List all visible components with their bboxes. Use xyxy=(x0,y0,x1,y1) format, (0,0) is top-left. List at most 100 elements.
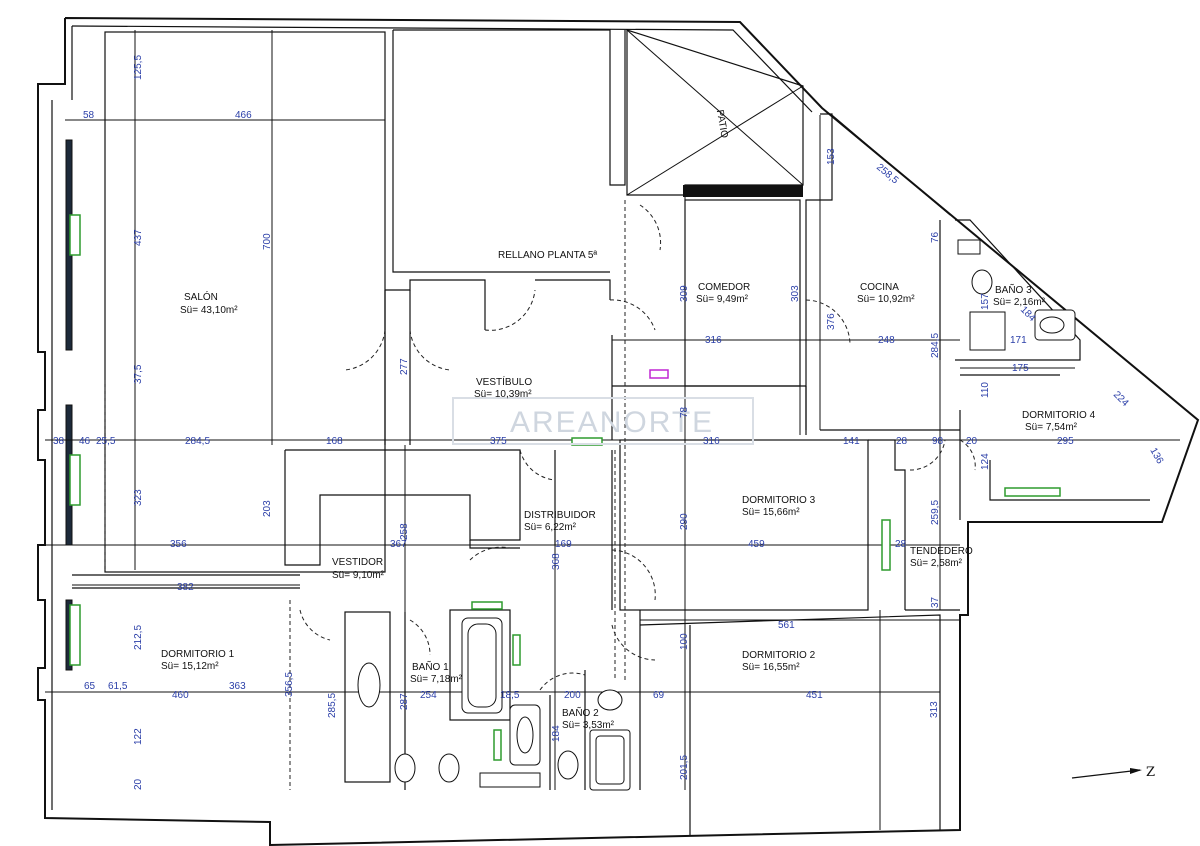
room-area-dormitorio1: Sü= 15,12m² xyxy=(161,661,219,672)
dimension-lines xyxy=(45,30,1180,830)
room-name-bano3: BAÑO 3 xyxy=(995,283,1032,296)
dim-label: 277 xyxy=(399,358,410,375)
dim-label: 76 xyxy=(930,231,941,243)
dim-label: 65 xyxy=(84,681,96,692)
dim-label: 356,5 xyxy=(284,672,295,697)
dim-label: 78 xyxy=(679,406,690,418)
room-area-comedor: Sü= 9,49m² xyxy=(696,294,749,305)
room-area-dormitorio2: Sü= 16,55m² xyxy=(742,662,800,673)
dim-label: 100 xyxy=(679,633,690,650)
dim-label: 124 xyxy=(980,453,991,470)
room-name-salon: SALÓN xyxy=(184,290,218,303)
dimension-labels: 58 466 38 46 25,5 284,5 168 375 316 141 … xyxy=(53,55,1165,790)
dim-label: 323 xyxy=(133,489,144,506)
room-name-vestidor: VESTIDOR xyxy=(332,557,383,568)
watermark: AREANORTE xyxy=(452,397,754,445)
dim-label: 201,5 xyxy=(679,755,690,780)
dim-label: 212,5 xyxy=(133,625,144,650)
dim-label: 254 xyxy=(420,690,437,701)
dim-label: 37,5 xyxy=(133,364,144,384)
dim-label: 157 xyxy=(980,293,991,310)
room-area-cocina: Sü= 10,92m² xyxy=(857,294,915,305)
room-name-tendedero: TENDEDERO xyxy=(910,546,973,557)
room-name-dormitorio2: DORMITORIO 2 xyxy=(742,650,816,661)
room-area-dormitorio3: Sü= 15,66m² xyxy=(742,507,800,518)
watermark-text: AREANORTE xyxy=(510,406,714,439)
dim-label: 303 xyxy=(790,285,801,302)
room-area-bano2: Sü= 3,53m² xyxy=(562,720,615,731)
dim-label: 561 xyxy=(778,620,795,631)
dim-label: 136 xyxy=(1147,446,1165,466)
interior-walls xyxy=(72,29,1150,835)
dim-label: 700 xyxy=(262,233,273,250)
dim-label: 58 xyxy=(83,110,95,121)
dim-label: 20 xyxy=(133,778,144,790)
room-name-dormitorio4: DORMITORIO 4 xyxy=(1022,410,1096,421)
north-label: Z xyxy=(1146,765,1155,780)
room-name-bano1: BAÑO 1 xyxy=(412,660,449,673)
dim-label: 287 xyxy=(399,693,410,710)
dim-label: 69 xyxy=(653,690,665,701)
room-name-bano2: BAÑO 2 xyxy=(562,706,599,719)
dim-label: 309 xyxy=(679,285,690,302)
dim-label: 224 xyxy=(1111,389,1131,409)
room-name-distribuidor: DISTRIBUIDOR xyxy=(524,510,596,521)
dim-label: 284,5 xyxy=(185,436,210,447)
dim-label: 258,5 xyxy=(874,162,901,187)
dim-label: 437 xyxy=(133,229,144,246)
room-name-dormitorio1: DORMITORIO 1 xyxy=(161,649,235,660)
dim-label: 20 xyxy=(966,436,978,447)
room-area-tendedero: Sü= 2,58m² xyxy=(910,558,963,569)
doors xyxy=(299,204,976,691)
dim-label: 376 xyxy=(826,313,837,330)
dim-label: 295 xyxy=(1057,436,1074,447)
dim-label: 46 xyxy=(79,436,91,447)
room-name-cocina: COCINA xyxy=(860,282,899,293)
dim-label: 61,5 xyxy=(108,681,128,692)
room-labels: SALÓN Sü= 43,10m² RELLANO PLANTA 5ª PATI… xyxy=(161,109,1096,731)
dim-label: 18,5 xyxy=(500,690,520,701)
room-name-vestibulo: VESTÍBULO xyxy=(476,375,532,388)
room-area-vestidor: Sü= 9,10m² xyxy=(332,570,385,581)
room-name-dormitorio3: DORMITORIO 3 xyxy=(742,495,816,506)
dim-label: 290 xyxy=(679,513,690,530)
dim-label: 313 xyxy=(929,701,940,718)
room-name-rellano: RELLANO PLANTA 5ª xyxy=(498,250,597,261)
dim-label: 141 xyxy=(843,436,860,447)
dim-label: 38 xyxy=(53,436,65,447)
dim-label: 37 xyxy=(930,596,941,608)
dim-label: 25,5 xyxy=(96,436,116,447)
dim-label: 28 xyxy=(896,436,908,447)
dim-label: 248 xyxy=(878,335,895,346)
dim-label: 368 xyxy=(551,553,562,570)
dim-label: 367 xyxy=(390,539,407,550)
dim-label: 184 xyxy=(551,725,562,742)
dim-label: 125,5 xyxy=(133,55,144,80)
room-area-vestibulo: Sü= 10,39m² xyxy=(474,389,532,400)
dim-label: 316 xyxy=(705,335,722,346)
room-area-dormitorio4: Sü= 7,54m² xyxy=(1025,422,1078,433)
room-area-distribuidor: Sü= 6,22m² xyxy=(524,522,577,533)
dashed-lines xyxy=(104,200,626,790)
room-name-patio: PATIO xyxy=(714,109,730,139)
dim-label: 175 xyxy=(1012,363,1029,374)
dim-label: 259,5 xyxy=(930,500,941,525)
dim-label: 451 xyxy=(806,690,823,701)
dim-label: 285,5 xyxy=(327,693,338,718)
dim-label: 460 xyxy=(172,690,189,701)
dim-label: 169 xyxy=(555,539,572,550)
north-arrow: Z xyxy=(1071,765,1155,780)
fixtures xyxy=(357,239,1076,791)
room-area-bano1: Sü= 7,18m² xyxy=(410,674,463,685)
radiators xyxy=(69,214,1061,761)
dim-label: 200 xyxy=(564,690,581,701)
dim-label: 375 xyxy=(490,436,507,447)
dim-label: 466 xyxy=(235,110,252,121)
dim-label: 356 xyxy=(170,539,187,550)
dim-label: 168 xyxy=(326,436,343,447)
dim-label: 28 xyxy=(895,539,907,550)
dim-label: 122 xyxy=(133,728,144,745)
dim-label: 316 xyxy=(703,436,720,447)
dim-label: 153 xyxy=(826,148,837,165)
